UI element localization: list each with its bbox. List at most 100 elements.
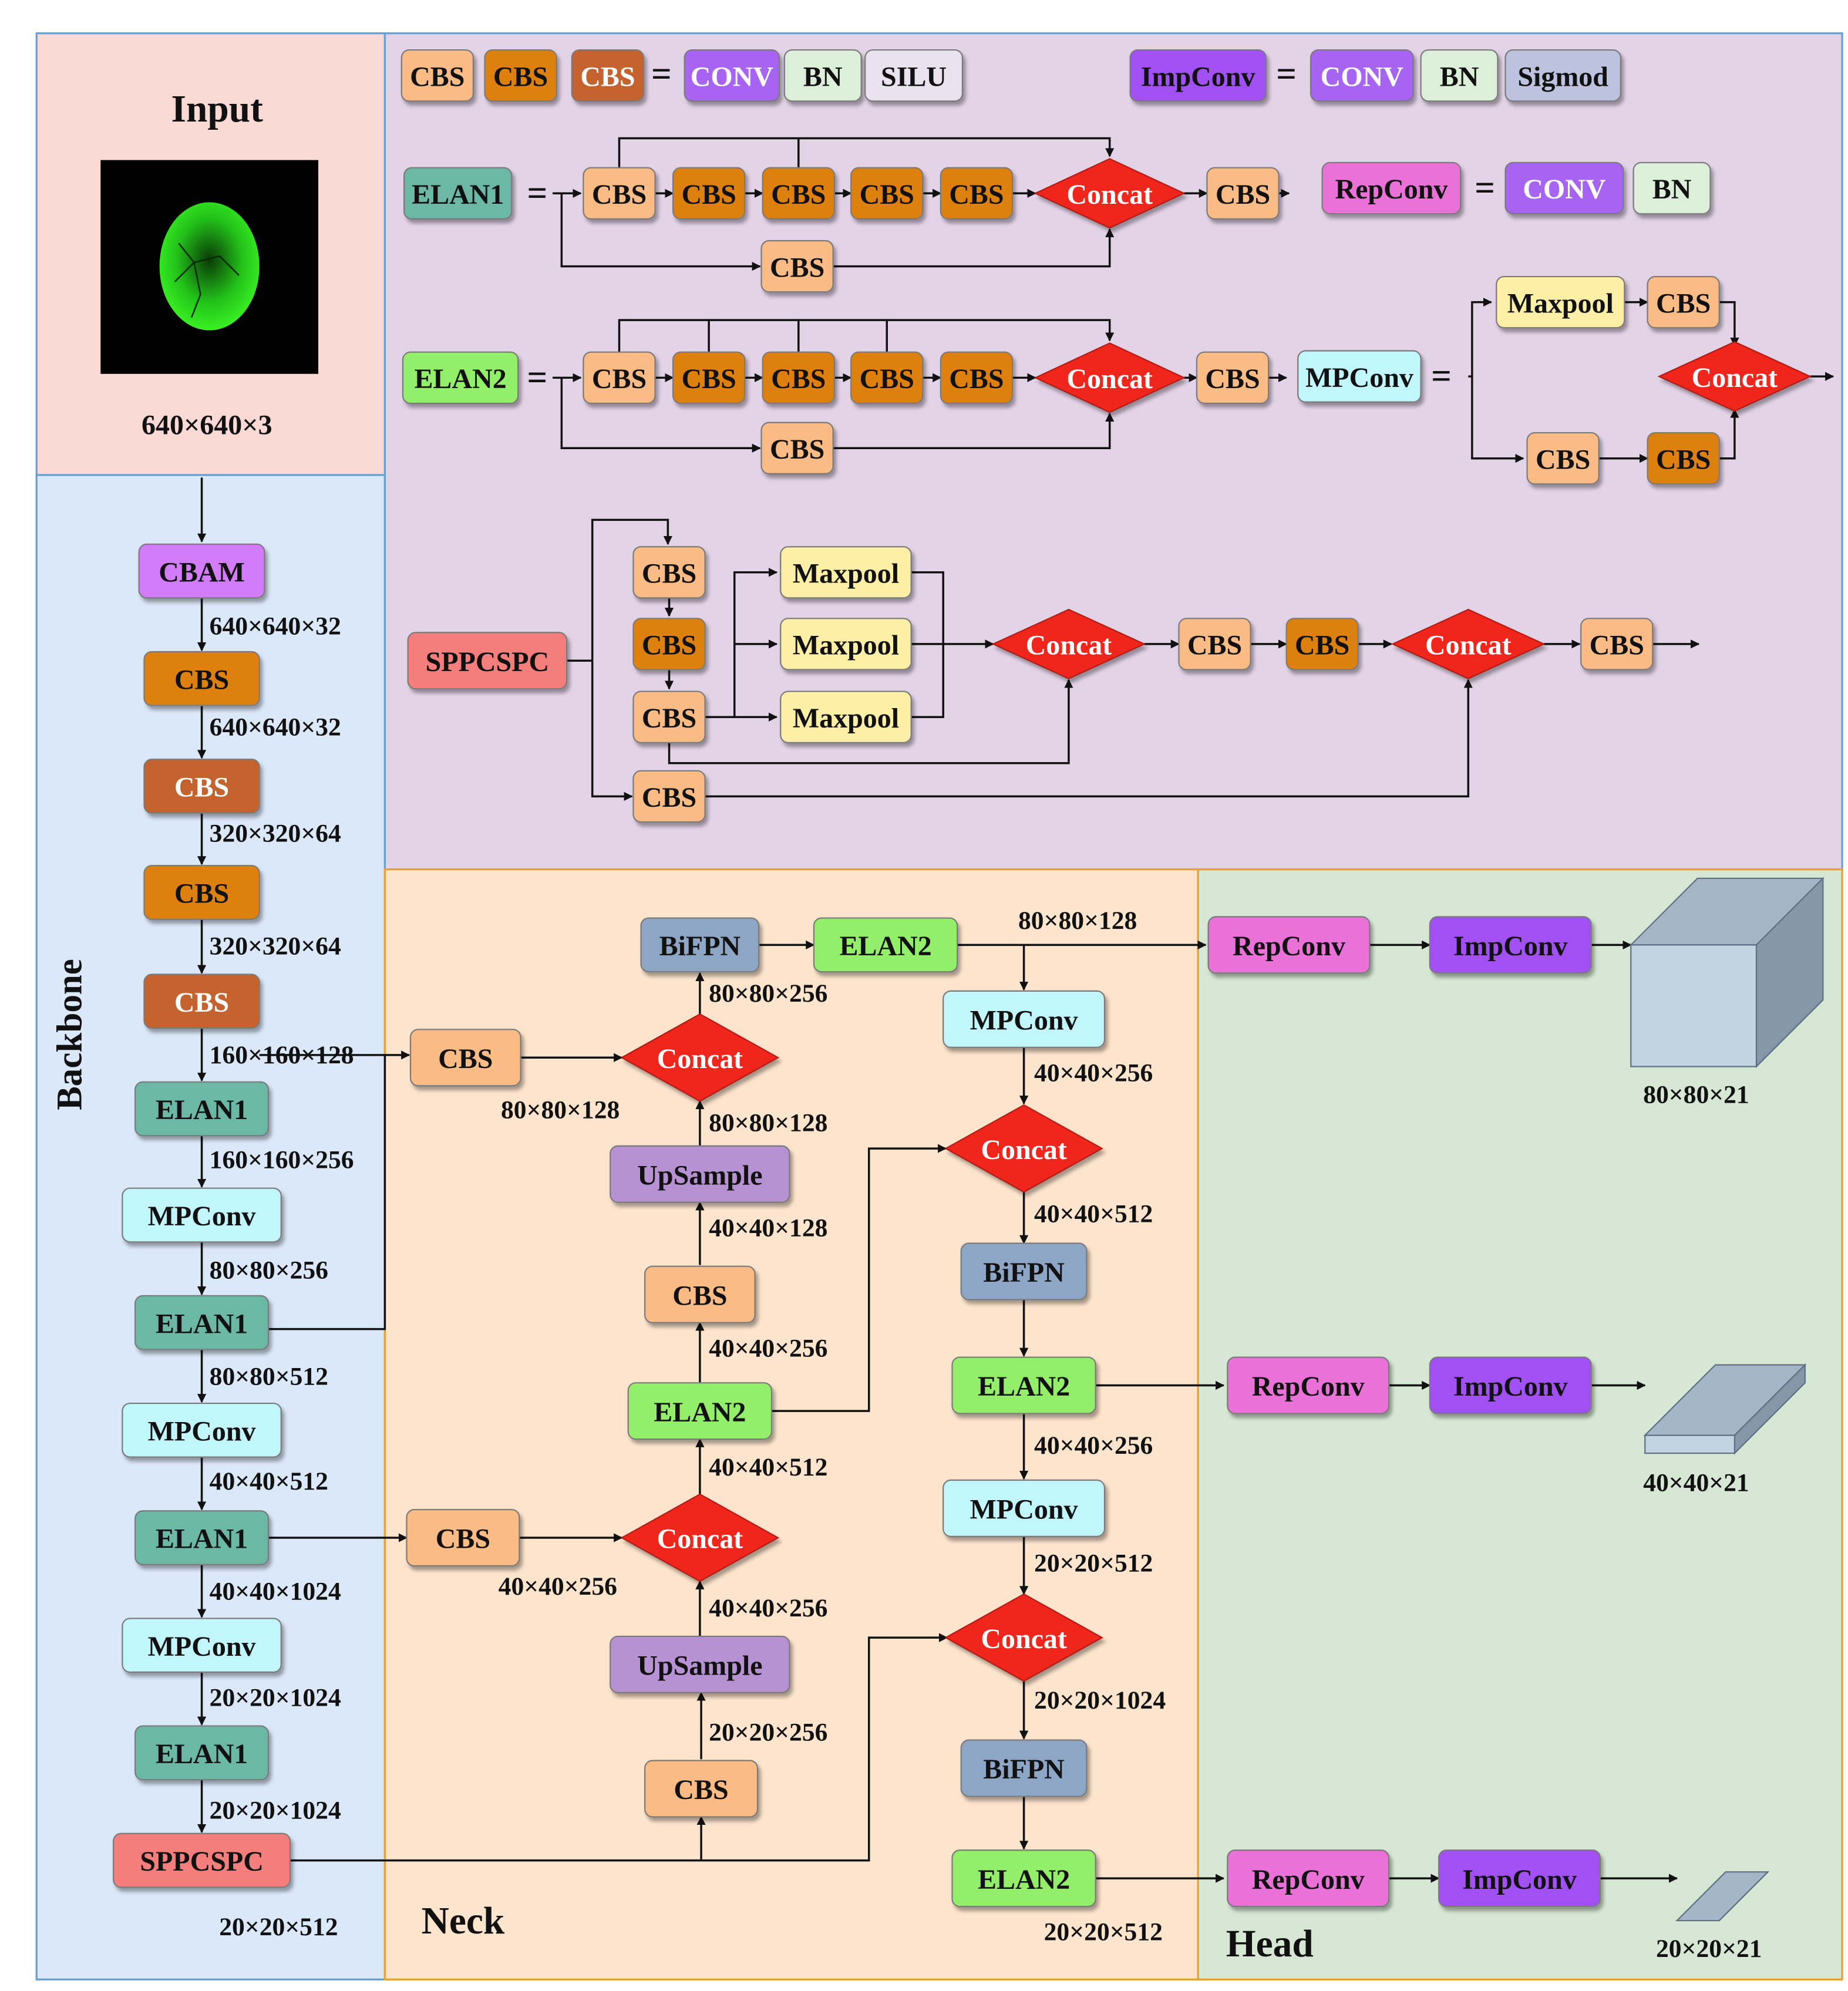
head-impconv-2-label: ImpConv — [1453, 1371, 1568, 1402]
bb-sppcspc-label: SPPCSPC — [140, 1846, 264, 1877]
bb-dim-9: 40×40×512 — [210, 1467, 328, 1495]
mpconv-def-concat-label: Concat — [1692, 362, 1778, 393]
head-repconv-2: RepConv — [1227, 1356, 1390, 1414]
elan1-def-cbs-5: CBS — [940, 167, 1014, 220]
legend-impconv: ImpConv — [1129, 49, 1267, 102]
output-cube-3 — [1675, 1871, 1770, 1922]
neck-mpconv-2-label: MPConv — [970, 1494, 1078, 1525]
neck-concat-r1-shape — [944, 1104, 1103, 1193]
e-elan2-side-out — [833, 412, 1115, 449]
bb-cbs-1: CBS — [143, 651, 260, 706]
mpconv-def-maxpool-shape — [1496, 275, 1625, 329]
output-cubes — [1629, 877, 1825, 1922]
legend-mpconv: MPConv — [1297, 350, 1422, 403]
mpconv-def-cbs-bot-1-label: CBS — [1536, 444, 1590, 475]
neck-concat-top: Concat — [620, 1013, 780, 1102]
neck-bifpn-r2: BiFPN — [960, 1739, 1088, 1797]
spp-def-cbs-1: CBS — [632, 546, 706, 599]
legend-cbs-light-shape — [400, 49, 474, 102]
egg-veins — [174, 242, 240, 318]
elan2-def-cbs-3-shape — [762, 351, 835, 405]
bb-cbs-3-label: CBS — [174, 878, 229, 909]
legend-impconv-label: ImpConv — [1141, 61, 1255, 92]
elan1-def-cbs-1-label: CBS — [592, 179, 647, 210]
elan1-def-cbs-4-label: CBS — [860, 179, 914, 210]
elan2-def-cbs-side: CBS — [760, 422, 834, 474]
neck-upsample-bot-shape — [610, 1635, 790, 1693]
neck-concat-mid-label: Concat — [657, 1524, 743, 1555]
spp-def-cbs-3: CBS — [632, 690, 706, 743]
bb-cbs-2: CBS — [143, 759, 260, 814]
neck-concat-mid: Concat — [620, 1493, 780, 1582]
bb-dim-12: 20×20×1024 — [210, 1797, 341, 1825]
elan1-def-cbs-3: CBS — [762, 167, 835, 220]
bb-elan1-2-label: ELAN1 — [156, 1308, 248, 1339]
bb-elan1-4-label: ELAN1 — [156, 1739, 248, 1770]
legend-silu-label: SILU — [881, 61, 947, 92]
bb-dim-1: 640×640×32 — [210, 612, 341, 640]
mpconv-def-maxpool-label: Maxpool — [1507, 288, 1614, 319]
spp-def-cbs-1-shape — [632, 546, 706, 599]
neck-cbs-bot: CBS — [644, 1760, 759, 1818]
neck-dim-elan2-mid: 40×40×256 — [709, 1334, 827, 1362]
bb-cbam: CBAM — [138, 543, 265, 599]
neck-dim-cbs-mid: 40×40×128 — [709, 1214, 827, 1242]
input-title: Input — [171, 88, 264, 130]
elan1-def-cbs-4: CBS — [850, 167, 924, 220]
neck-dim-concat-r1: 40×40×512 — [1034, 1200, 1153, 1228]
e-spp-up — [591, 518, 672, 661]
legend-mpconv-shape — [1297, 350, 1422, 403]
neck-concat-mid-shape — [620, 1493, 780, 1582]
e-elan1-side-out — [833, 228, 1115, 268]
bb-mpconv-3-label: MPConv — [148, 1631, 256, 1662]
spp-def-concat-2-shape — [1391, 608, 1546, 679]
neck-concat-top-shape — [620, 1013, 780, 1102]
legend-sppcspc-shape — [407, 632, 568, 690]
mpconv-def-concat: Concat — [1657, 341, 1812, 412]
elan2-def-cbs-2: CBS — [672, 351, 746, 405]
head-repconv-1-shape — [1207, 916, 1371, 974]
bb-cbs-3-shape — [143, 865, 260, 920]
elan2-def-cbs-5-shape — [940, 351, 1014, 405]
neck-upsample-top-shape — [610, 1145, 790, 1203]
e-elan1-split-down — [560, 193, 761, 271]
legend-equals-6: = — [1431, 357, 1452, 396]
neck-dim-elan2-r2: 20×20×512 — [1044, 1918, 1163, 1946]
bb-elan1-4-shape — [134, 1725, 270, 1781]
mpconv-def-concat-shape — [1657, 341, 1812, 412]
legend-elan2: ELAN2 — [402, 351, 519, 405]
spp-def-cbs-3-label: CBS — [642, 703, 696, 734]
e-mp-cbs-top-down — [1719, 301, 1739, 347]
elan2-def-concat-label: Concat — [1066, 363, 1153, 395]
legend-sppcspc: SPPCSPC — [407, 632, 568, 690]
bb-elan1-2: ELAN1 — [134, 1295, 270, 1350]
head-impconv-1-label: ImpConv — [1453, 931, 1568, 962]
bb-elan1-2-shape — [134, 1295, 270, 1350]
neck-mpconv-1-shape — [942, 990, 1106, 1048]
neck-elan2-r2-label: ELAN2 — [978, 1864, 1070, 1895]
head-repconv-3: RepConv — [1227, 1849, 1390, 1908]
neck-cbs-mid: CBS — [644, 1265, 756, 1323]
neck-bifpn-top-label: BiFPN — [659, 931, 741, 962]
neck-dim-mpconv-1: 40×40×256 — [1034, 1059, 1153, 1087]
spp-def-cbs-4-shape — [1178, 618, 1251, 671]
elan2-def-cbs-4-label: CBS — [860, 363, 914, 395]
bb-mpconv-1-shape — [122, 1187, 282, 1243]
neck-cbs-lat-label: CBS — [436, 1524, 490, 1555]
spp-def-maxpool-1-label: Maxpool — [793, 558, 899, 589]
legend-repconv: RepConv — [1321, 161, 1462, 215]
bb-elan1-3-shape — [134, 1510, 270, 1565]
elan2-def-cbs-3: CBS — [762, 351, 835, 405]
output-cube-1 — [1629, 877, 1825, 1069]
spp-def-cbs-5-label: CBS — [1295, 630, 1349, 661]
elan2-def-cbs-side-label: CBS — [770, 434, 824, 465]
spp-def-cbs-6-label: CBS — [642, 782, 696, 813]
spp-def-cbs-3-shape — [632, 690, 706, 743]
head-impconv-3: ImpConv — [1438, 1849, 1601, 1908]
bb-sppcspc-shape — [113, 1832, 291, 1888]
neck-dim-cbs-bot: 20×20×256 — [709, 1718, 827, 1746]
neck-bifpn-r2-label: BiFPN — [983, 1754, 1065, 1785]
neck-elan2-top: ELAN2 — [813, 917, 958, 973]
neck-cbs-bot-label: CBS — [674, 1774, 728, 1805]
